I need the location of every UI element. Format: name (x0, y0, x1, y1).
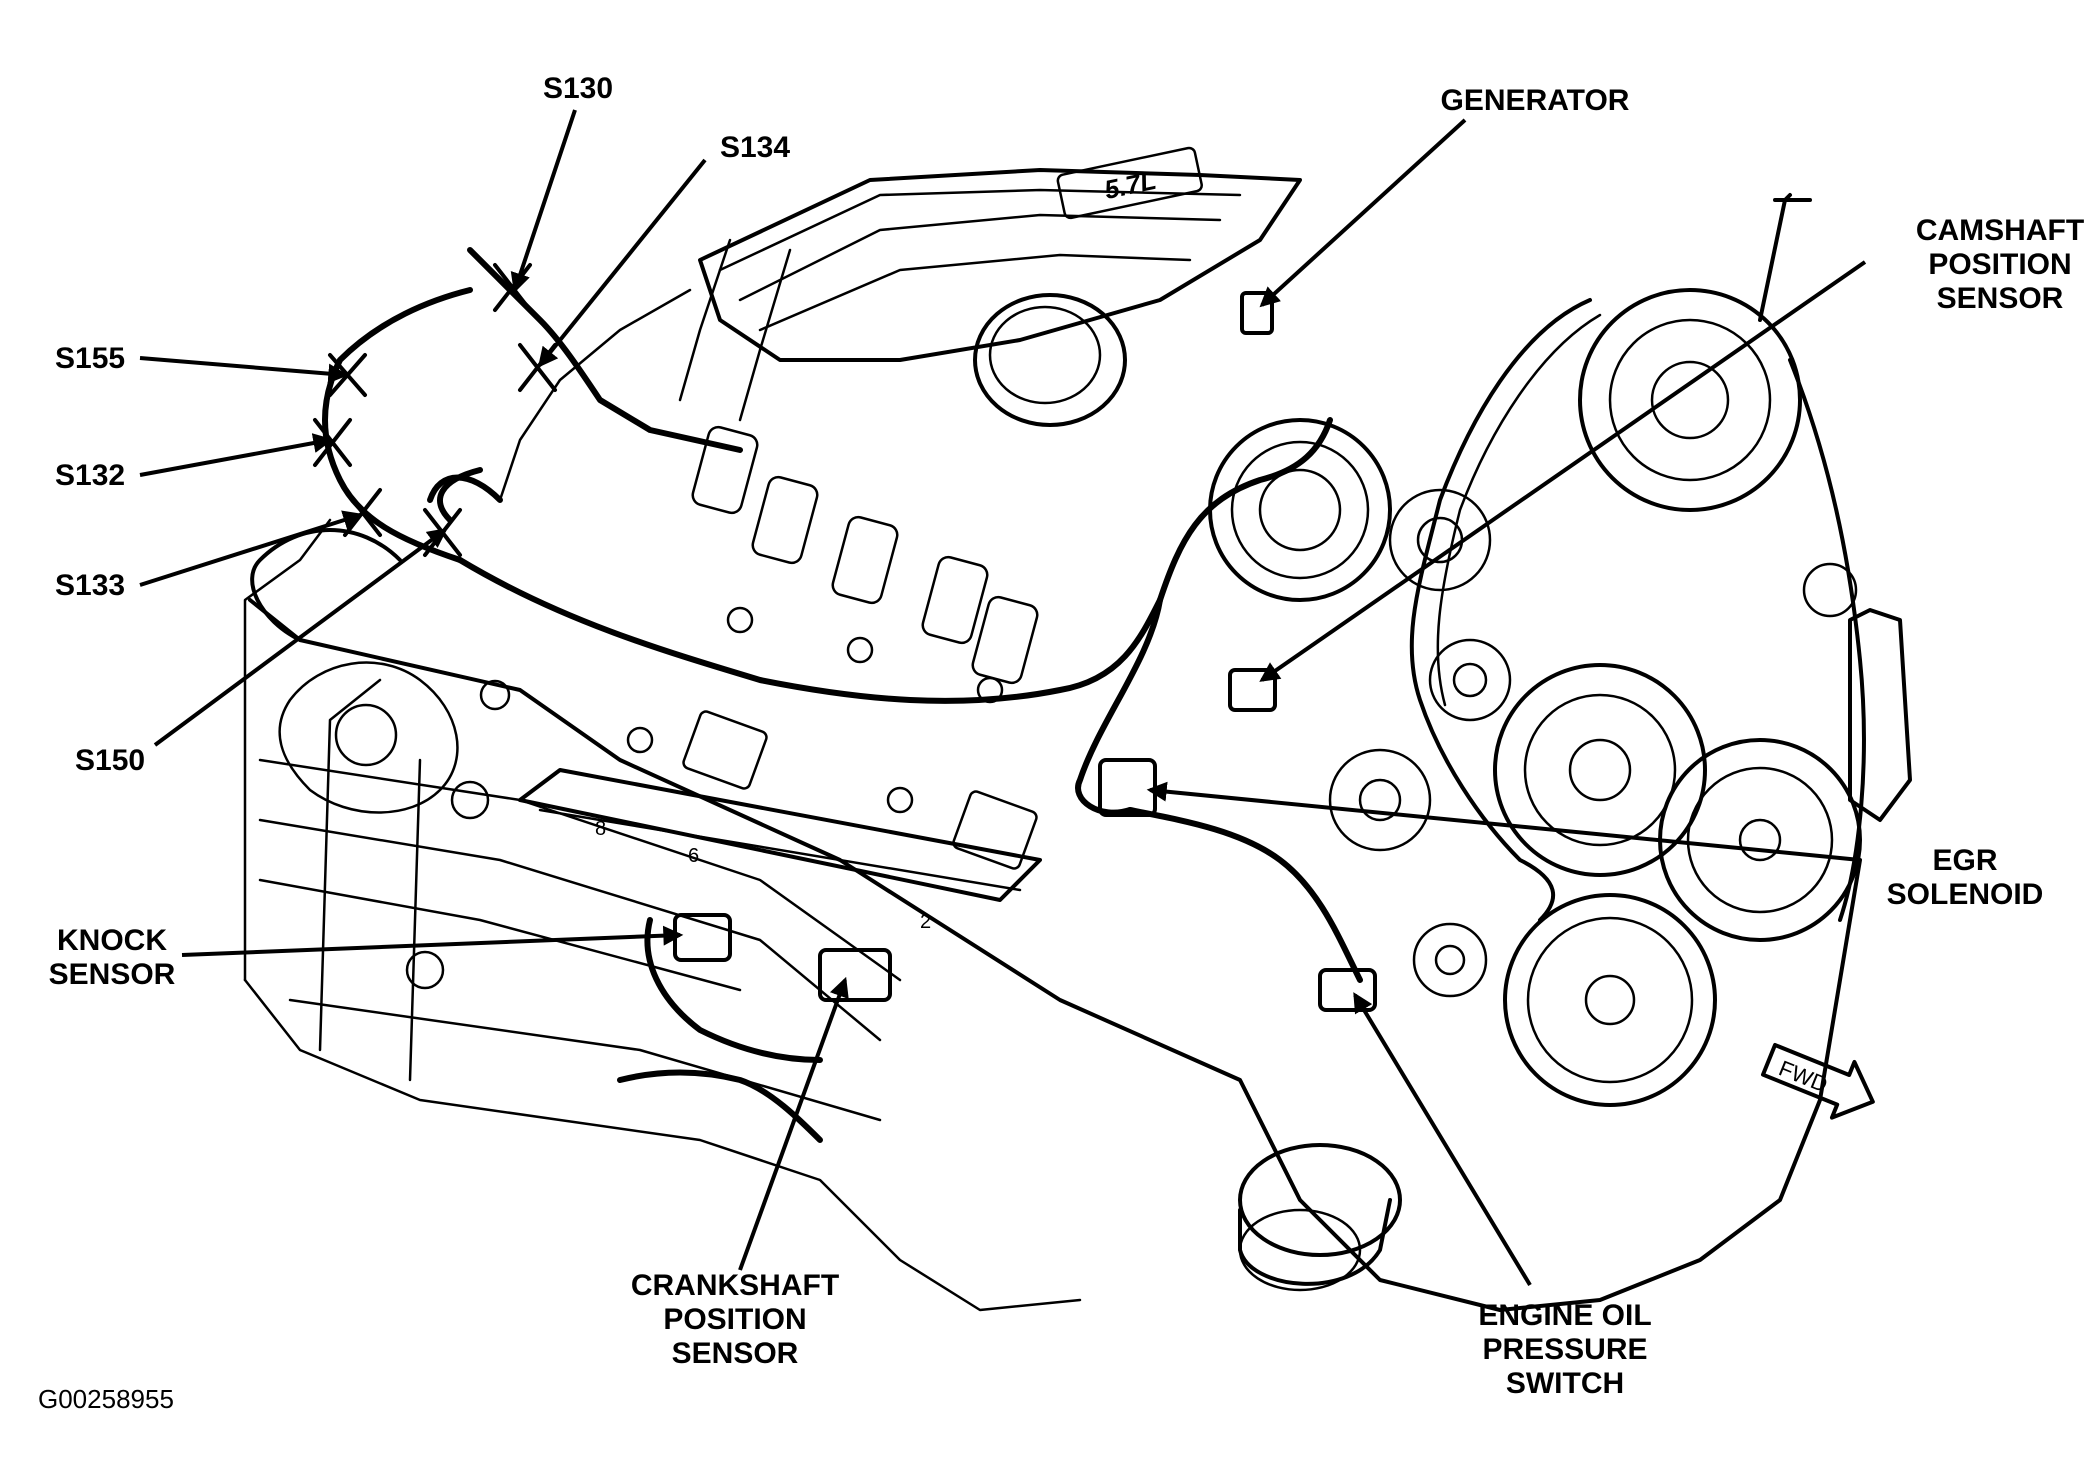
svg-text:SENSOR: SENSOR (1937, 282, 2064, 315)
crankshaft-sensor-connector (818, 948, 892, 1002)
fwd-arrow: FWD (1761, 1043, 1875, 1120)
throttle-body (973, 293, 1127, 427)
label-generator: GENERATOR (1441, 84, 1630, 117)
svg-text:EGR: EGR (1932, 844, 1997, 877)
svg-text:8: 8 (595, 818, 606, 840)
svg-text:KNOCK: KNOCK (57, 924, 167, 957)
wiring-harness (322, 247, 1363, 1143)
generator-connector (1240, 291, 1274, 335)
label-s150: S150 (75, 744, 145, 777)
svg-text:SENSOR: SENSOR (49, 958, 176, 991)
svg-text:SENSOR: SENSOR (672, 1337, 799, 1370)
label-s133: S133 (55, 569, 125, 602)
svg-text:POSITION: POSITION (1928, 248, 2071, 281)
figure-id: G00258955 (38, 1384, 174, 1414)
label-s130: S130 (543, 72, 613, 105)
label-s132: S132 (55, 459, 125, 492)
engine-illustration: 5.7L 8 6 2 (243, 146, 1912, 1312)
svg-text:6: 6 (688, 845, 699, 867)
svg-text:ENGINE OIL: ENGINE OIL (1478, 1299, 1651, 1332)
svg-text:SOLENOID: SOLENOID (1887, 878, 2044, 911)
splice-marks (313, 263, 557, 557)
oil-filter (1238, 1143, 1402, 1292)
label-engine-oil-pressure-switch: ENGINE OIL PRESSURE SWITCH (1478, 1299, 1651, 1400)
alternator (1208, 418, 1492, 602)
valve-cover (698, 168, 1302, 362)
svg-text:CRANKSHAFT: CRANKSHAFT (631, 1269, 839, 1302)
oil-pressure-switch-connector (1318, 968, 1377, 1012)
engine-block-outline (248, 598, 1862, 1312)
svg-text:PRESSURE: PRESSURE (1482, 1333, 1647, 1366)
label-knock-sensor: KNOCK SENSOR (49, 924, 176, 991)
label-egr-solenoid: EGR SOLENOID (1887, 844, 2044, 911)
svg-text:POSITION: POSITION (663, 1303, 806, 1336)
label-s134: S134 (720, 131, 790, 164)
label-camshaft-position-sensor: CAMSHAFT POSITION SENSOR (1916, 214, 2084, 315)
leader-lines (139, 109, 1867, 1287)
callout-labels: S130 S134 S155 S132 S133 S150 GENERATOR … (49, 72, 2085, 1400)
engine-badge: 5.7L (1056, 146, 1203, 220)
fuel-injectors: 8 6 2 (518, 425, 1042, 933)
label-crankshaft-position-sensor: CRANKSHAFT POSITION SENSOR (631, 1269, 839, 1370)
camshaft-sensor-connector (1228, 668, 1277, 712)
accessory-drive (1328, 193, 1912, 1107)
svg-text:SWITCH: SWITCH (1506, 1367, 1624, 1400)
label-s155: S155 (55, 342, 125, 375)
svg-text:2: 2 (920, 911, 931, 933)
egr-solenoid-connector (1098, 758, 1157, 817)
svg-text:CAMSHAFT: CAMSHAFT (1916, 214, 2084, 247)
